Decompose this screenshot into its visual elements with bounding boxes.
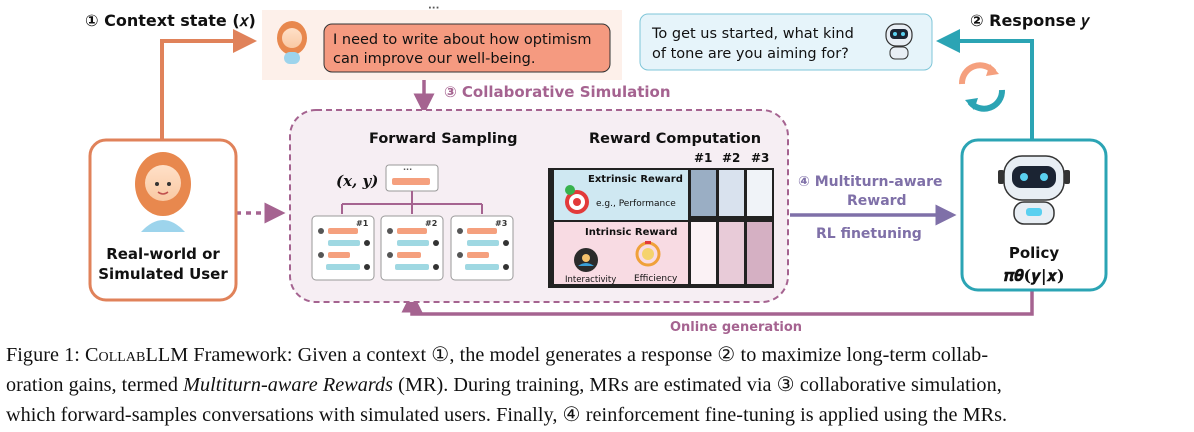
sampling-tree — [341, 191, 483, 214]
conversation-card-2-index: #2 — [425, 219, 437, 228]
multiturn-reward-line2: Reward — [847, 193, 907, 209]
conversation-card-2: #2 — [380, 215, 444, 281]
bot-message-panel: To get us started, what kind of tone are… — [639, 13, 933, 71]
conversation-card-3: #3 — [450, 215, 514, 281]
user-avatar-icon — [135, 152, 191, 232]
caption-line-1: Figure 1: CollabLLM Framework: Given a c… — [6, 340, 1188, 370]
conversation-card-3-index: #3 — [495, 219, 507, 228]
intrinsic-reward-label: Intrinsic Reward — [585, 227, 677, 238]
robot-icon — [998, 155, 1070, 225]
response-arrow — [936, 29, 1034, 140]
bot-message-bubble — [639, 13, 933, 71]
caption-framework-name: CollabLLM — [85, 344, 189, 366]
collab-sim-label: ③ Collaborative Simulation — [444, 83, 671, 101]
interactivity-icon — [574, 248, 598, 272]
user-message-bubble — [323, 23, 611, 73]
context-state-label: ① Context state (𝑥) — [85, 11, 256, 30]
extrinsic-reward-label: Extrinsic Reward — [588, 174, 683, 185]
caption-term: Multiturn-aware Rewards — [183, 374, 394, 396]
response-label: ② Response 𝑦 — [970, 11, 1091, 30]
online-generation-arrow — [401, 290, 1034, 316]
efficiency-label: Efficiency — [634, 274, 678, 284]
cycle-icon-right — [959, 62, 1005, 112]
user-box-line1: Real-world or — [106, 245, 220, 263]
figure-caption: Figure 1: CollabLLM Framework: Given a c… — [6, 340, 1188, 430]
top-dots: ··· — [428, 3, 439, 14]
policy-label: Policy — [1009, 244, 1059, 262]
mini-card-dots: ··· — [403, 165, 412, 174]
caption-line-1-rest: Framework: Given a context ①, the model … — [188, 344, 989, 366]
mini-conversation-card: ··· — [385, 164, 439, 192]
conversation-card-1: #1 — [311, 215, 375, 281]
interactivity-label: Interactivity — [565, 275, 616, 285]
efficiency-icon — [635, 241, 661, 267]
robot-small-icon — [885, 23, 913, 60]
xy-label: (𝒙, 𝒚) — [336, 172, 378, 190]
bot-message-line2: of tone are you aiming for? — [652, 46, 849, 62]
user-message-line2: can improve our well-being. — [333, 51, 536, 67]
multiturn-reward-line1: ④ Multiturn-aware — [798, 174, 942, 190]
rl-finetuning-label: RL finetuning — [816, 226, 922, 242]
caption-line-2-rest: (MR). During training, MRs are estimated… — [393, 374, 1002, 396]
caption-line-2-start: oration gains, termed — [6, 374, 184, 396]
user-message-panel: ··· I need to write about how optimism c… — [262, 3, 622, 80]
reward-col-1: #1 — [694, 151, 712, 165]
caption-prefix: Figure 1: — [6, 344, 86, 366]
policy-formula: 𝝅𝜽(𝒚|𝒙) — [1003, 266, 1064, 286]
user-box-line2: Simulated User — [98, 265, 228, 283]
reward-computation-label: Reward Computation — [589, 131, 761, 147]
user-message-line1: I need to write about how optimism — [333, 32, 592, 48]
conversation-card-1-index: #1 — [356, 219, 369, 228]
user-avatar-small-icon — [277, 21, 307, 64]
bot-message-line1: To get us started, what kind — [651, 26, 854, 42]
reward-col-2: #2 — [722, 151, 740, 165]
reward-col-3: #3 — [751, 151, 769, 165]
target-icon — [565, 185, 589, 214]
caption-line-2: oration gains, termed Multiturn-aware Re… — [6, 370, 1188, 400]
online-generation-label: Online generation — [670, 320, 802, 335]
context-arrow — [160, 29, 257, 140]
caption-line-3: which forward-samples conversations with… — [6, 404, 1008, 426]
forward-sampling-label: Forward Sampling — [369, 131, 518, 147]
extrinsic-example-label: e.g., Performance — [596, 199, 676, 209]
